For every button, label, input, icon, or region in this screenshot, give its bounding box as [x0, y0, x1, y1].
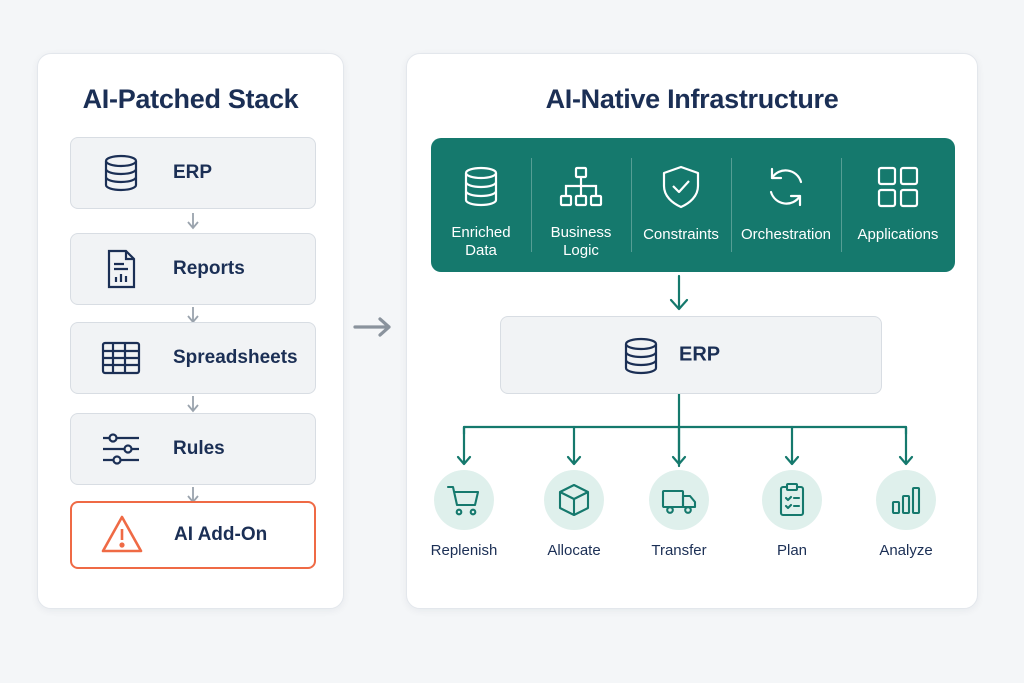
action-label: Replenish [430, 542, 498, 559]
action-label: Transfer [651, 542, 707, 559]
action-label: Allocate [547, 542, 601, 559]
action-icon-circle [762, 470, 822, 530]
module-orchestration: Orchestration [731, 138, 841, 272]
right-panel-title: AI-Native Infrastructure [545, 84, 839, 114]
module-label: Constraints [643, 226, 719, 243]
action-icon-circle [649, 470, 709, 530]
right-arrow-icon [353, 317, 391, 337]
stack-item-ai-add-on: AI Add-On [70, 501, 316, 569]
ai-native-infrastructure-panel: AI-Native Infrastructure Enriched Data [406, 53, 978, 609]
module-divider [631, 158, 632, 252]
clipboard-icon [779, 482, 805, 517]
shield-check-icon [662, 165, 700, 209]
erp-core-box: ERP [500, 316, 882, 394]
module-enriched-data: Enriched Data [431, 138, 531, 272]
app-grid-icon [877, 166, 919, 208]
module-applications: Applications [841, 138, 955, 272]
ai-patched-stack-panel: AI-Patched Stack ERP Reports Spreadsheet… [37, 53, 344, 609]
stack-item-erp: ERP [70, 137, 316, 209]
erp-label: ERP [679, 343, 721, 366]
database-icon [104, 154, 138, 192]
database-icon [464, 166, 498, 207]
action-analyze: Analyze [851, 470, 961, 559]
down-arrow-icon [187, 396, 199, 413]
database-icon [624, 337, 658, 375]
action-label: Plan [776, 542, 808, 559]
module-business-logic: Business Logic [531, 138, 631, 272]
action-icon-circle [544, 470, 604, 530]
report-chart-icon [107, 249, 136, 289]
down-arrow-icon [187, 213, 199, 230]
box-icon [558, 483, 590, 517]
flow-connectors [456, 274, 914, 468]
module-divider [841, 158, 842, 252]
stack-item-reports: Reports [70, 233, 316, 305]
stack-item-label: AI Add-On [174, 524, 268, 545]
stack-item-label: Reports [173, 258, 245, 279]
cart-icon [446, 485, 480, 516]
action-label: Analyze [879, 542, 933, 559]
bar-chart-icon [891, 486, 921, 515]
module-constraints: Constraints [631, 138, 731, 272]
stack-item-label: Spreadsheets [173, 347, 298, 368]
stack-item-label: ERP [173, 162, 213, 183]
stack-item-spreadsheets: Spreadsheets [70, 322, 316, 394]
action-icon-circle [434, 470, 494, 530]
action-transfer: Transfer [624, 470, 734, 559]
module-divider [731, 158, 732, 252]
left-panel-title: AI-Patched Stack [82, 84, 299, 114]
action-icon-circle [876, 470, 936, 530]
sliders-icon [103, 433, 139, 465]
refresh-cycle-icon [769, 167, 803, 207]
module-label: Business Logic [550, 224, 612, 259]
hierarchy-icon [559, 166, 603, 207]
truck-icon [661, 489, 697, 514]
module-label: Enriched Data [451, 224, 511, 259]
module-label: Orchestration [740, 226, 832, 243]
module-label: Applications [857, 226, 939, 243]
module-divider [531, 158, 532, 252]
action-replenish: Replenish [409, 470, 519, 559]
action-allocate: Allocate [519, 470, 629, 559]
stack-item-label: Rules [173, 438, 225, 459]
action-plan: Plan [737, 470, 847, 559]
infrastructure-layer-bar: Enriched Data Business Logic [431, 138, 955, 272]
spreadsheet-grid-icon [101, 341, 141, 375]
warning-triangle-icon [101, 515, 143, 553]
stack-item-rules: Rules [70, 413, 316, 485]
